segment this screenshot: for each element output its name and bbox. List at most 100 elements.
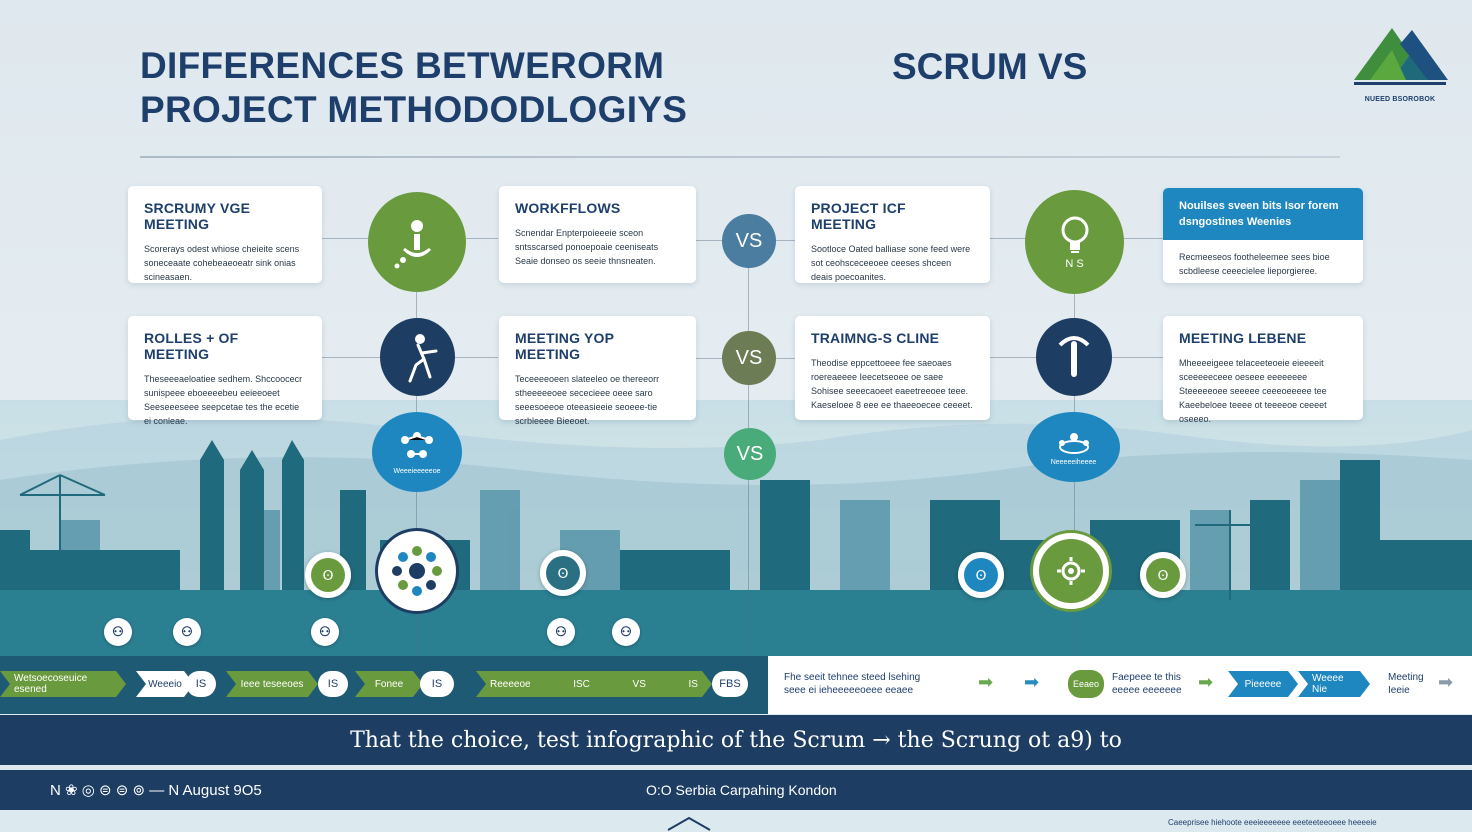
badge-ns: N S	[1065, 258, 1084, 270]
footer-date: N ❀ ◎ ⊜ ⊜ ⊚ — N August 9O5	[50, 782, 262, 799]
connector-line	[416, 614, 417, 656]
card-title: ROLLES + OF MEETING	[144, 330, 239, 362]
card-title: Nouilses sveen bits Isor forem dsngostin…	[1163, 188, 1363, 240]
mountain-logo-icon	[1354, 28, 1448, 85]
connector-line	[466, 238, 498, 239]
strip-note-line: Faepeee te this	[1112, 672, 1181, 683]
vs-badge: VS	[722, 331, 776, 385]
title-line-1: DIFFERENCES BETWERORM	[140, 45, 665, 86]
pin-marker-3[interactable]: Ꙩ	[958, 552, 1004, 598]
lightbulb-icon: N S	[1025, 190, 1124, 294]
vs-badge: VS	[722, 214, 776, 268]
strip-note-line: Ieeie	[1388, 685, 1410, 696]
card-text: Mheeeeigeee telaceeteoeie eieeeeit sceee…	[1179, 358, 1327, 424]
step-pill[interactable]: IS	[420, 671, 454, 697]
pin-marker-2[interactable]: Ꙩ	[540, 550, 586, 596]
connector-line	[454, 357, 498, 358]
card-text: Recmeeseos footheleemee sees bioe scbdle…	[1179, 252, 1330, 276]
badge-label: Neeeeeiheeee	[1050, 458, 1097, 466]
people-cluster-icon[interactable]	[375, 528, 459, 614]
pin-marker-1[interactable]: Ꙩ	[305, 552, 351, 598]
card-title: MEETING YOP MEETING	[515, 330, 614, 362]
footer-company: O:O Serbia Carpahing Kondon	[646, 782, 837, 798]
step-badge[interactable]: Eeaeo	[1068, 670, 1104, 698]
connector-line	[1112, 357, 1164, 358]
card-blue-header[interactable]: Nouilses sveen bits Isor forem dsngostin…	[1163, 188, 1363, 283]
banner-gap	[0, 765, 1472, 770]
strip-note: Meeting Ieeie	[1388, 671, 1432, 697]
card-text: Scorerays odest whiose cheieite scens so…	[144, 244, 300, 282]
connector-line	[1124, 238, 1164, 239]
person-pin-icon[interactable]: ⚇	[547, 618, 575, 646]
card-training[interactable]: TRAIMNG-S CLINE Theodise eppcettoeee fee…	[795, 316, 990, 420]
strip-note: Faepeee te this eeeee eeeeeee	[1112, 671, 1196, 697]
card-scrum-meeting[interactable]: SRCRUMY VGE MEETING Scorerays odest whio…	[128, 186, 322, 283]
card-meeting-yop[interactable]: MEETING YOP MEETING Teceeeeoeen slateele…	[499, 316, 696, 426]
banner-text: That the choice, test infographic of the…	[350, 727, 1122, 753]
person-pin-icon[interactable]: ⚇	[104, 618, 132, 646]
connector-line	[416, 396, 417, 412]
up-chevron-icon	[667, 816, 711, 831]
meeting-table-icon: Neeeeeiheeee	[1027, 412, 1120, 482]
gears-team-icon[interactable]	[1030, 530, 1112, 612]
footer-credits: Caeeprisee hiehoote eeeieeeeeee eeeteete…	[1168, 818, 1377, 827]
connector-line	[322, 238, 370, 239]
person-pin-icon[interactable]: ⚇	[612, 618, 640, 646]
card-title: WORKFFLOWS	[515, 200, 621, 216]
step-chevron[interactable]: Fonee	[355, 671, 423, 697]
step-label: ISC	[573, 678, 590, 690]
card-workflows[interactable]: WORKFFLOWS Scnendar Enpterpoieeeie sceon…	[499, 186, 696, 283]
step-chevron[interactable]: Ieee teseeoes	[226, 671, 318, 697]
footer-bar	[0, 770, 1472, 810]
step-pill[interactable]: IS	[318, 671, 348, 697]
connector-line	[416, 490, 417, 528]
people-icon: Ꙩ	[964, 558, 998, 592]
logo-text: NUEED BSOROBOK	[1364, 96, 1436, 103]
card-text: Theseeeaeloatiee sedhem. Shccoocecr suni…	[144, 374, 303, 426]
person-pin-icon[interactable]: ⚇	[173, 618, 201, 646]
vs-label: VS	[735, 229, 763, 252]
step-chevron[interactable]: Pieeeee	[1228, 671, 1298, 697]
pin-marker-4[interactable]: Ꙩ	[1140, 552, 1186, 598]
card-title: MEETING LEBENE	[1179, 330, 1307, 346]
step-pill[interactable]: FBS	[712, 671, 748, 697]
strip-note: Fhe seeit tehnee steed lsehing seee ei i…	[784, 671, 964, 697]
team-icon: Ꙩ	[546, 556, 580, 590]
connector-line	[990, 238, 1026, 239]
gear-icon: Ꙩ	[311, 558, 345, 592]
arrow-right-icon: ➡	[978, 672, 994, 692]
person-pin-icon[interactable]: ⚇	[311, 618, 339, 646]
step-chevron[interactable]: Weeee Nie	[1298, 671, 1370, 697]
step-label: IS	[688, 678, 698, 690]
step-chevron-wide[interactable]: Reeeeoe ISC VS IS	[476, 671, 712, 697]
step-chevron[interactable]: Wetsoecoseuice esened	[0, 671, 126, 697]
connector-line	[990, 357, 1036, 358]
connector-line	[322, 357, 380, 358]
team-network-icon: Weeeieeeeeoe	[372, 412, 462, 492]
vs-badge: VS	[724, 428, 776, 480]
title-right: SCRUM VS	[892, 46, 1088, 87]
arrow-right-icon: ➡	[1198, 672, 1214, 692]
person-balance-icon	[368, 192, 466, 292]
city-skyline-illustration	[0, 400, 1472, 670]
card-meeting-lebene[interactable]: MEETING LEBENE Mheeeeigeee telaceeteoeie…	[1163, 316, 1363, 424]
badge-label: Weeeieeeeeoe	[393, 467, 441, 475]
strip-note-line: Fhe seeit tehnee steed lsehing	[784, 672, 921, 683]
vs-label: VS	[735, 346, 763, 369]
connector-line	[1074, 482, 1075, 530]
card-title: TRAIMNG-S CLINE	[811, 330, 940, 346]
connector-line	[748, 266, 749, 332]
vs-label: VS	[736, 442, 764, 465]
card-roles-meeting[interactable]: ROLLES + OF MEETING Theseeeaeloatiee sed…	[128, 316, 322, 426]
connector-line	[416, 292, 417, 322]
strip-note-line: eeeee eeeeeee	[1112, 685, 1182, 696]
connector-line	[1074, 612, 1075, 656]
step-pill[interactable]: IS	[186, 671, 216, 697]
header-divider	[140, 156, 1340, 158]
strip-note-line: seee ei ieheeeeeoeee eeaee	[784, 685, 914, 696]
card-project-meeting[interactable]: PROJECT ICF MEETING Sootloce Oated balli…	[795, 186, 990, 283]
step-label: VS	[632, 678, 646, 690]
worker-icon: Ꙩ	[1146, 558, 1180, 592]
page-title: DIFFERENCES BETWERORM PROJECT METHODODLO…	[140, 44, 760, 132]
strip-note-line: Meeting	[1388, 672, 1424, 683]
